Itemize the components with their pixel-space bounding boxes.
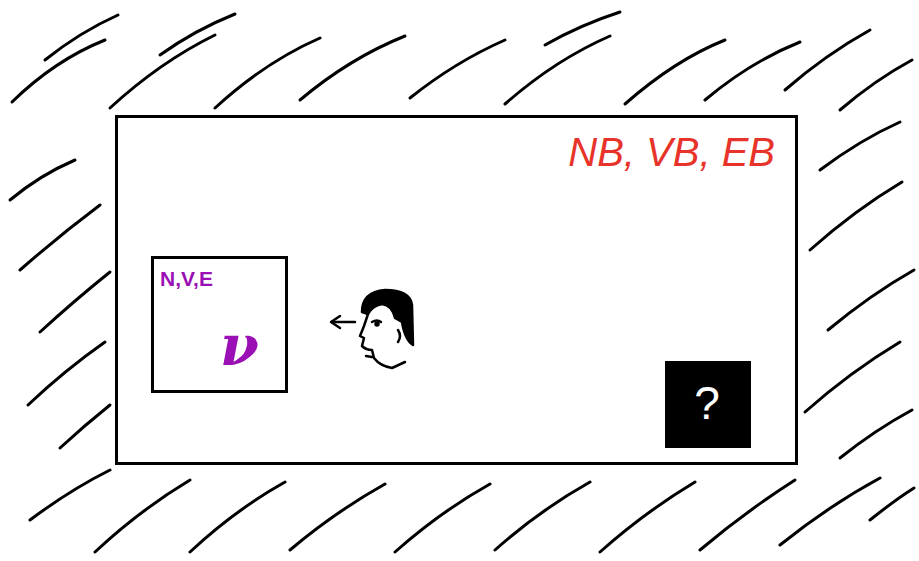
unknown-box: ? bbox=[665, 361, 751, 448]
system-label: ν bbox=[220, 315, 259, 377]
observer-face bbox=[331, 290, 413, 368]
room-ground bbox=[115, 115, 798, 465]
hatch-strokes bbox=[10, 12, 914, 552]
reservoir-box: N,V,E ν? NB, VB, EB bbox=[115, 115, 798, 465]
question-mark: ? bbox=[694, 378, 720, 429]
reservoir-variables: NB, VB, EB bbox=[568, 130, 775, 174]
system-variables: N,V,E bbox=[160, 267, 213, 290]
system-box: N,V,E ν bbox=[151, 256, 288, 393]
